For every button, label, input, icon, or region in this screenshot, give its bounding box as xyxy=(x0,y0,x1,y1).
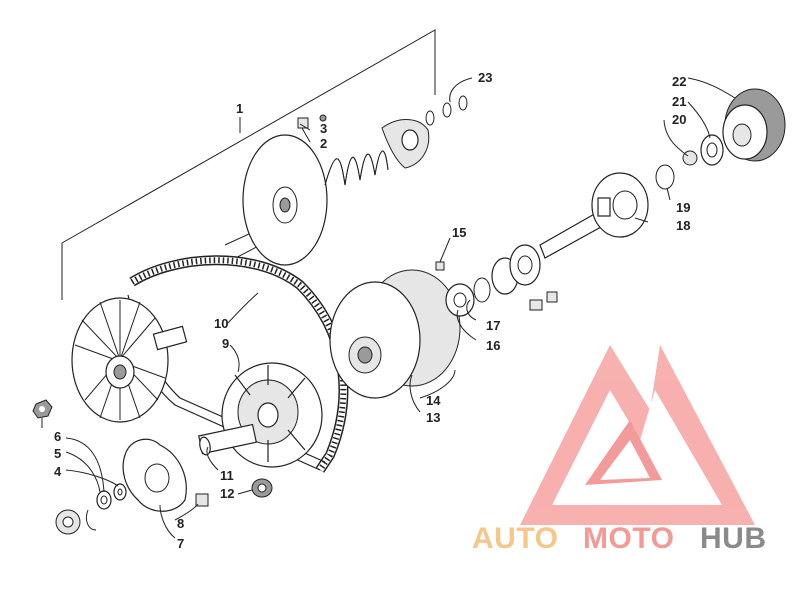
washer-part-5 xyxy=(96,490,112,510)
label-part-7: 7 xyxy=(177,536,184,551)
nut-part-4 xyxy=(32,399,53,419)
cam-part-7 xyxy=(122,438,187,512)
label-part-19: 19 xyxy=(676,200,690,215)
bearing-race xyxy=(491,244,541,295)
label-part-8: 8 xyxy=(177,516,184,531)
snap-rings xyxy=(425,95,468,126)
spring-cup xyxy=(381,119,430,169)
leader-lines xyxy=(41,77,736,539)
washer-part-6 xyxy=(113,483,127,501)
label-part-4: 4 xyxy=(54,464,62,479)
bushing-part-8 xyxy=(195,493,209,507)
label-part-6: 6 xyxy=(54,429,61,444)
stationary-sheave xyxy=(71,297,188,423)
label-part-2: 2 xyxy=(320,136,327,151)
label-part-3: 3 xyxy=(320,121,327,136)
gear-nut xyxy=(55,509,81,535)
watermark-hub: HUB xyxy=(700,522,767,555)
label-part-1: 1 xyxy=(236,101,243,116)
washer-part-20 xyxy=(682,150,698,166)
bolt-part-15 xyxy=(435,261,445,271)
label-part-20: 20 xyxy=(672,112,686,127)
circlip xyxy=(85,509,97,531)
label-part-11: 11 xyxy=(220,468,234,483)
label-part-14: 14 xyxy=(426,393,441,408)
ring-part-19 xyxy=(655,164,675,190)
bolt-and-washer xyxy=(529,291,558,311)
label-part-12: 12 xyxy=(220,486,234,501)
label-part-13: 13 xyxy=(426,410,440,425)
nut-part-12 xyxy=(251,478,273,498)
label-part-5: 5 xyxy=(54,446,61,461)
label-part-17: 17 xyxy=(486,318,500,333)
label-part-18: 18 xyxy=(676,218,690,233)
part-labels: 1 2 3 4 5 6 7 8 9 10 11 12 13 14 15 16 1… xyxy=(54,70,690,551)
driven-clutch xyxy=(221,362,323,468)
output-shaft xyxy=(539,172,649,259)
label-part-21: 21 xyxy=(672,94,686,109)
label-part-10: 10 xyxy=(214,316,228,331)
shaft-part-11 xyxy=(198,423,257,456)
bearing-part-21 xyxy=(700,134,724,166)
clutch-spring xyxy=(324,150,389,186)
label-part-16: 16 xyxy=(486,338,500,353)
automotohub-logo-icon xyxy=(520,345,755,525)
label-part-9: 9 xyxy=(222,336,229,351)
watermark-auto: AUTO xyxy=(472,522,558,555)
clutch-drum-part-22 xyxy=(722,88,786,162)
ring-part-17 xyxy=(473,277,491,303)
label-part-23: 23 xyxy=(478,70,492,85)
movable-sheave xyxy=(242,134,328,266)
adjuster-screw xyxy=(297,114,327,129)
clutch-housing xyxy=(329,269,461,399)
label-part-22: 22 xyxy=(672,74,686,89)
label-part-15: 15 xyxy=(452,225,466,240)
watermark-moto: MOTO xyxy=(583,522,674,555)
